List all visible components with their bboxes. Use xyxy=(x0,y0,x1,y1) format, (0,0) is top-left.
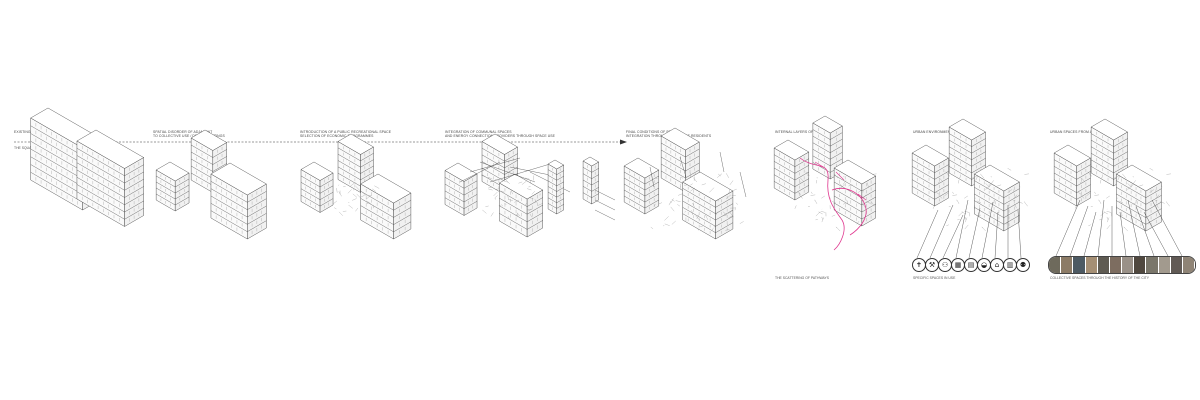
panel-2-drawing xyxy=(155,129,267,240)
shop-icon: ▦ xyxy=(951,258,965,272)
detail-stair-tower xyxy=(547,159,565,215)
panel-7-drawing xyxy=(911,118,1029,259)
photo-leader-6 xyxy=(1119,211,1127,257)
icon-leader-6 xyxy=(981,201,994,259)
tower-a xyxy=(155,161,190,212)
panel-8-drawing xyxy=(1053,118,1183,257)
panel-1-drawing xyxy=(30,107,145,227)
photo-thumbnail xyxy=(1146,257,1159,273)
tower-c xyxy=(210,162,267,240)
photo-strip xyxy=(1048,256,1196,274)
panel-4-detail-drawing xyxy=(547,156,616,221)
tower-c xyxy=(682,171,734,240)
tower-a xyxy=(623,157,660,215)
photo-thumbnail xyxy=(1170,257,1183,273)
panel-6-drawing xyxy=(773,115,877,251)
pathway-route-2 xyxy=(831,188,867,236)
pathway-route-1 xyxy=(799,157,845,251)
photo-thumbnail xyxy=(1049,257,1062,273)
detail-leader-lines xyxy=(594,189,616,221)
tower-a xyxy=(444,162,478,216)
tools-icon: ⚒ xyxy=(925,258,939,272)
panel-2-caption: SPATIAL DISORDER OF ADJACENT TO COLLECTI… xyxy=(153,130,225,139)
panel-6-note: THE SCATTERING OF PATHWAYS xyxy=(775,276,830,280)
photo-leader-2 xyxy=(1069,205,1089,257)
panel-4-caption: INTEGRATION OF COMMUNAL SPACES AND ENERG… xyxy=(445,130,556,139)
photo-thumbnail xyxy=(1073,257,1086,273)
tower-c xyxy=(833,159,877,227)
tower-a xyxy=(911,144,949,207)
panel-5-caption: FINAL CONDITIONS OF SPACES INTEGRATION T… xyxy=(626,130,712,139)
icon-leader-2 xyxy=(929,204,954,259)
photo-leader-4 xyxy=(1097,199,1105,257)
icon-leader-4 xyxy=(955,199,969,259)
icon-leader-lines xyxy=(916,199,1022,259)
photo-thumbnail xyxy=(1122,257,1135,273)
icon-leader-1 xyxy=(916,209,939,259)
book-icon: ▤ xyxy=(964,258,978,272)
tower-b xyxy=(1090,118,1128,187)
pathway-route-3 xyxy=(814,161,867,201)
detail-frame xyxy=(582,156,600,205)
photo-thumbnail xyxy=(1109,257,1123,273)
tower-a xyxy=(773,139,810,201)
photo-leader-1 xyxy=(1055,199,1081,257)
panel-7-caption: URBAN ENVIRONMENT FOR DWELLERS xyxy=(913,130,982,134)
photo-leader-10 xyxy=(1151,199,1183,257)
icon-leader-7 xyxy=(994,211,999,259)
panel-7-note: SPECIFIC SPACES IN USE xyxy=(913,276,956,280)
panel-8-caption: URBAN SPACES FROM ARENAS xyxy=(1050,130,1105,134)
slab-block-right xyxy=(76,129,145,227)
photo-leader-8 xyxy=(1135,205,1155,257)
home-icon: ⌂ xyxy=(990,258,1004,272)
icon-leader-3 xyxy=(942,214,964,259)
tower-b xyxy=(948,118,986,187)
photo-leader-3 xyxy=(1083,211,1097,257)
panel-4-drawing xyxy=(444,133,571,238)
photo-leader-7 xyxy=(1127,199,1141,257)
panel-3-caption: INTRODUCTION OF A PUBLIC RECREATIONAL SP… xyxy=(300,130,392,139)
pan-icon: ◒ xyxy=(977,258,991,272)
dweller-space-sketch xyxy=(932,168,1029,232)
church-icon: ✝ xyxy=(912,258,926,272)
process-arrow xyxy=(14,139,627,145)
tower-c xyxy=(360,173,412,240)
people-icon: ⚇ xyxy=(938,258,952,272)
family-icon: ⚉ xyxy=(1016,258,1030,272)
pathway-overlay xyxy=(799,157,867,251)
icon-leader-5 xyxy=(968,207,981,259)
tower-c xyxy=(1116,164,1162,232)
building-icon: ▥ xyxy=(1003,258,1017,272)
photo-thumbnail xyxy=(1134,257,1147,273)
tower-b xyxy=(337,133,374,193)
tower-c xyxy=(499,173,544,238)
panel-3-drawing xyxy=(300,133,412,240)
communal-space-sketch xyxy=(480,174,543,220)
photo-thumbnail xyxy=(1061,257,1074,273)
photo-thumbnail xyxy=(1182,257,1195,273)
roof-poles xyxy=(649,151,747,198)
public-space-sketch xyxy=(333,182,380,216)
panel-6-caption: INTERNAL LAYERS OF SPACE xyxy=(775,130,826,134)
panel-5-drawing xyxy=(623,127,747,240)
urban-arena-sketch xyxy=(1074,168,1171,232)
final-conditions-sketch xyxy=(650,172,744,231)
tower-a xyxy=(300,161,334,213)
photo-leader-lines xyxy=(1055,199,1183,257)
tower-c xyxy=(974,164,1020,232)
icon-leader-9 xyxy=(1017,209,1022,259)
photo-thumbnail xyxy=(1158,257,1171,273)
photo-thumbnail xyxy=(1085,257,1098,273)
panel-8-note: COLLECTIVE SPACES THROUGH THE HISTORY OF… xyxy=(1050,276,1150,280)
tower-a xyxy=(1053,144,1091,207)
photo-leader-9 xyxy=(1143,211,1169,257)
photo-thumbnail xyxy=(1097,257,1110,273)
internal-layers-sketch xyxy=(794,171,877,232)
